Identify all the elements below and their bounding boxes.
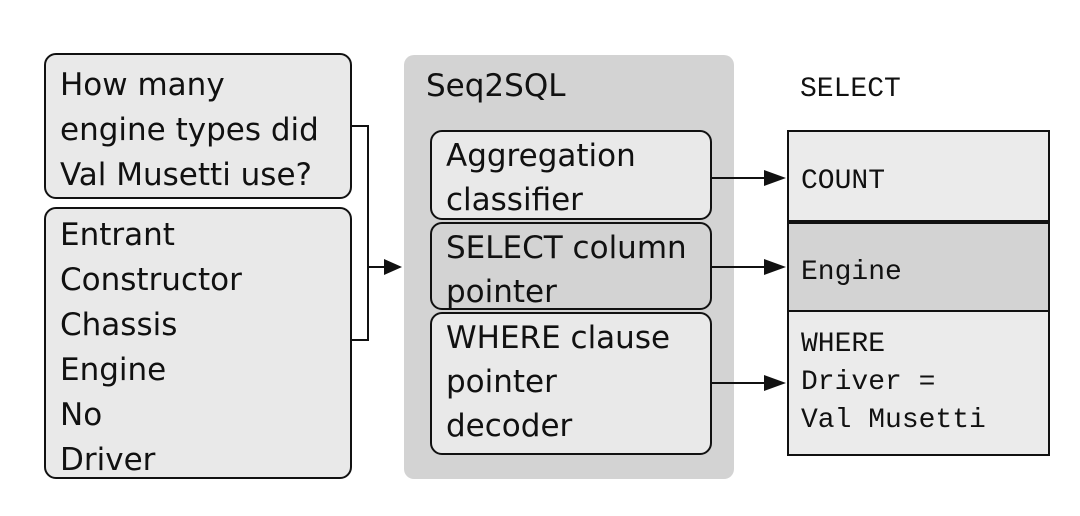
select-column-pointer-module: SELECT column pointer [430,222,712,310]
module-label: pointer [446,364,557,400]
question-box: How many engine types did Val Musetti us… [44,53,352,199]
columns-box: Entrant Constructor Chassis Engine No Dr… [44,207,352,479]
module-label: SELECT column [446,230,687,266]
aggregation-output: COUNT [787,130,1050,222]
question-line: engine types did [60,112,319,148]
module-label: WHERE clause [446,320,671,356]
where-line: Driver = [801,367,936,398]
aggregation-value: COUNT [801,166,886,197]
question-line: Val Musetti use? [60,157,312,193]
where-arrowhead [764,375,786,391]
select-column-value: Engine [801,257,902,288]
question-line: How many [60,67,225,103]
column-name: Constructor [60,262,242,298]
module-label: Aggregation [446,138,636,174]
where-clause-output: WHERE Driver = Val Musetti [787,310,1050,456]
select-header: SELECT [800,74,901,105]
module-label: pointer [446,274,557,310]
where-line: WHERE [801,329,886,360]
column-name: Entrant [60,217,175,253]
where-clause-decoder-module: WHERE clause pointer decoder [430,312,712,455]
column-name: Chassis [60,307,178,343]
module-label: classifier [446,182,583,218]
column-name: Engine [60,352,167,388]
seq2sql-title: Seq2SQL [426,68,566,104]
input-arrowhead [384,259,402,275]
module-label: decoder [446,408,573,444]
column-name: Driver [60,442,156,478]
select-arrowhead [764,259,786,275]
column-name: No [60,397,103,433]
aggregation-arrowhead [764,170,786,186]
input-bracket [352,125,369,341]
where-line: Val Musetti [801,405,986,436]
aggregation-classifier-module: Aggregation classifier [430,130,712,220]
